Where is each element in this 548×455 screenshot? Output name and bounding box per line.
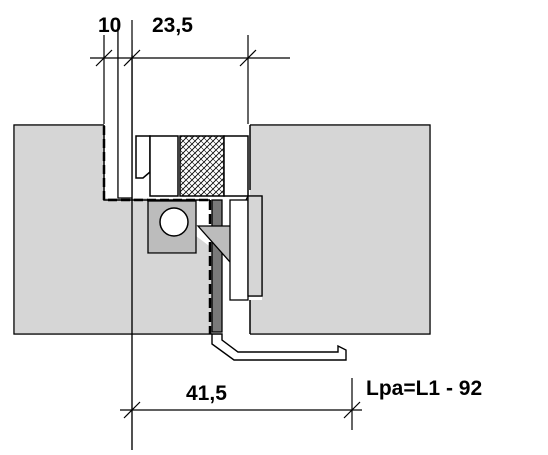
glass-pane-top bbox=[117, 20, 133, 199]
top-tick-1 bbox=[95, 49, 113, 67]
drip-profile bbox=[211, 333, 347, 361]
top-tick-3 bbox=[239, 49, 257, 67]
gasket-block bbox=[179, 135, 225, 197]
dimension-label-41-5: 41,5 bbox=[186, 382, 227, 405]
length-formula-label: Lpa=L1 - 92 bbox=[366, 377, 482, 400]
dimension-label-10: 10 bbox=[98, 14, 121, 37]
top-tick-2 bbox=[123, 49, 141, 67]
round-gasket bbox=[159, 207, 189, 237]
bottom-tick-left bbox=[123, 401, 141, 419]
gasket-side bbox=[223, 135, 249, 197]
dimension-label-23-5: 23,5 bbox=[152, 14, 193, 37]
seal-dashed-left bbox=[102, 126, 212, 202]
sash-top-profile bbox=[135, 135, 151, 179]
dark-profile bbox=[211, 199, 223, 333]
bottom-tick-right bbox=[343, 401, 361, 419]
right-channel bbox=[229, 199, 249, 301]
right-fin bbox=[247, 195, 263, 297]
sash-lip bbox=[149, 135, 179, 197]
